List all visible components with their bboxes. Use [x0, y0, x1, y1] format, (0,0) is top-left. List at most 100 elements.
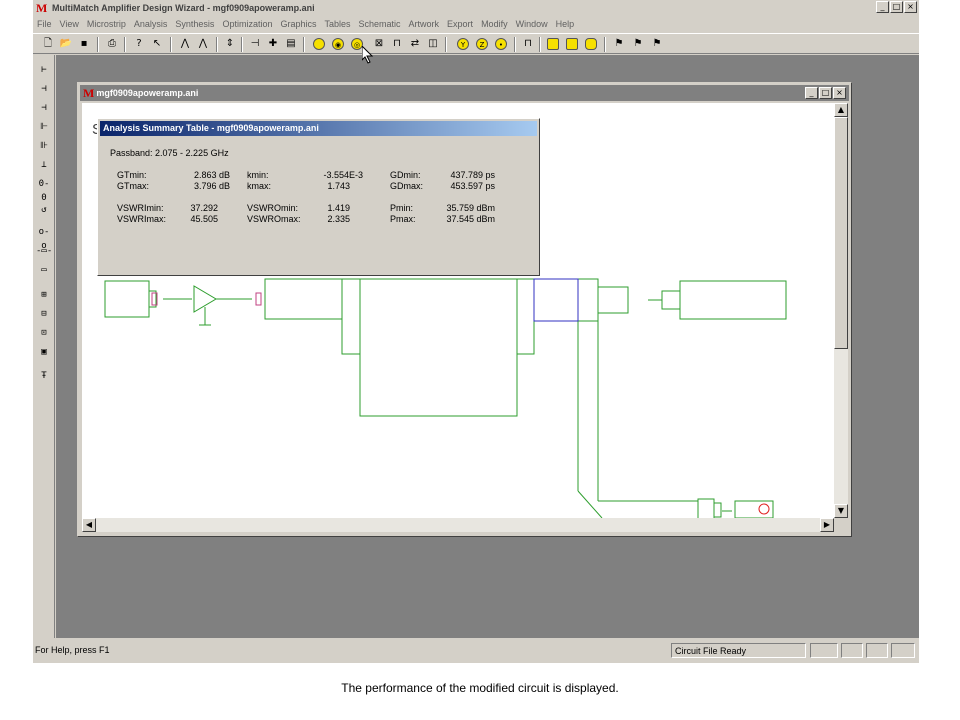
- toolbar-separator: [170, 37, 172, 52]
- menu-graphics[interactable]: Graphics: [280, 19, 317, 29]
- new-file-icon[interactable]: 🗋: [43, 38, 53, 49]
- status-panel-empty: [866, 643, 888, 658]
- load-block: [679, 280, 787, 320]
- branch-block: [697, 498, 715, 518]
- metric-label: VSWROmin:: [247, 203, 299, 213]
- scroll-up-button[interactable]: ▲: [834, 103, 848, 117]
- close-button[interactable]: ×: [833, 87, 846, 99]
- app-logo-icon: M: [36, 0, 48, 15]
- component-icon[interactable]: ⊣: [250, 38, 260, 49]
- yellow-circle-2-icon[interactable]: Z: [476, 38, 488, 50]
- stamp-1-icon[interactable]: ⚑: [614, 38, 624, 49]
- line-icon[interactable]: o-o: [38, 227, 50, 251]
- box-icon[interactable]: ⊠: [374, 38, 384, 49]
- input-connector: [148, 290, 157, 308]
- subtract-icon[interactable]: ⊟: [41, 309, 47, 319]
- dot-box-icon[interactable]: ⊡: [41, 328, 47, 338]
- smith-chart-2-icon[interactable]: ◉: [332, 38, 344, 50]
- loop-icon[interactable]: ↺: [41, 205, 47, 215]
- menu-view[interactable]: View: [59, 19, 79, 29]
- save-icon[interactable]: ▪: [80, 38, 88, 49]
- open-stub-icon[interactable]: ⊥: [41, 160, 47, 170]
- pulse-icon[interactable]: ⊓: [524, 38, 532, 49]
- block-icon[interactable]: ▭: [41, 265, 47, 275]
- branch-termination: [734, 500, 774, 518]
- metric-value: 3.796 dB: [193, 181, 230, 191]
- cross-icon[interactable]: ✚: [268, 38, 278, 49]
- square-icon[interactable]: [547, 38, 559, 50]
- yellow-circle-3-icon[interactable]: •: [495, 38, 507, 50]
- toolbar-separator: [241, 37, 243, 52]
- add-icon[interactable]: ⊞: [41, 290, 47, 300]
- menu-tables[interactable]: Tables: [324, 19, 351, 29]
- minimize-button[interactable]: _: [876, 1, 889, 13]
- shunt-cap-icon[interactable]: ⊩: [40, 122, 48, 132]
- open-folder-icon[interactable]: 📂: [59, 38, 73, 49]
- restore-button[interactable]: □: [890, 1, 903, 13]
- transmission-line-2: [577, 278, 599, 322]
- metric-label: VSWRImin:: [117, 203, 164, 213]
- context-help-icon[interactable]: ↖: [152, 38, 162, 49]
- size-grip[interactable]: [834, 518, 848, 532]
- menu-analysis[interactable]: Analysis: [133, 19, 168, 29]
- menu-synthesis[interactable]: Synthesis: [175, 19, 215, 29]
- shunt-element-alt-icon[interactable]: ⊣: [41, 103, 47, 113]
- status-panel-file: Circuit File Ready: [671, 643, 806, 658]
- toolbar-separator: [514, 37, 516, 52]
- metric-value: 1.743: [327, 181, 350, 191]
- termination-marker: [758, 503, 770, 515]
- stub-icon[interactable]: ⊓: [393, 38, 401, 49]
- metric-value: 453.597 ps: [450, 181, 495, 191]
- text-icon[interactable]: ▤: [286, 38, 296, 49]
- stamp-3-icon[interactable]: ⚑: [652, 38, 662, 49]
- square-outline-icon[interactable]: [566, 38, 578, 50]
- metric-label: kmin:: [247, 170, 269, 180]
- menu-bar: File View Microstrip Analysis Synthesis …: [33, 17, 919, 32]
- stamp-2-icon[interactable]: ⚑: [633, 38, 643, 49]
- maximize-button[interactable]: □: [819, 87, 832, 99]
- analyze-alt-icon[interactable]: ⋀: [198, 38, 208, 49]
- schematic-title: mgf0909apoweramp.ani: [96, 88, 199, 98]
- panel-icon[interactable]: ▣: [41, 347, 47, 357]
- horizontal-scrollbar[interactable]: ◀ ▶: [82, 518, 834, 532]
- menu-window[interactable]: Window: [515, 19, 548, 29]
- app-title: MultiMatch Amplifier Design Wizard - mgf…: [52, 3, 315, 13]
- close-button[interactable]: ×: [904, 1, 917, 13]
- resistor-icon[interactable]: -▭-: [36, 246, 53, 256]
- smith-chart-3-icon[interactable]: ◎: [351, 38, 363, 50]
- help-question-icon[interactable]: ?: [136, 38, 142, 49]
- series-element-icon[interactable]: ⊢: [41, 65, 47, 75]
- menu-optimization[interactable]: Optimization: [222, 19, 273, 29]
- metric-value: 45.505: [190, 214, 218, 224]
- resize-icon[interactable]: ⇕: [225, 38, 235, 49]
- menu-artwork[interactable]: Artwork: [408, 19, 440, 29]
- menu-modify[interactable]: Modify: [481, 19, 508, 29]
- scroll-down-button[interactable]: ▼: [834, 504, 848, 518]
- layer-icon[interactable]: ◫: [428, 38, 438, 49]
- menu-export[interactable]: Export: [447, 19, 474, 29]
- status-panel-empty: [810, 643, 838, 658]
- vertical-scrollbar[interactable]: ▲ ▼: [834, 103, 848, 518]
- rounded-square-icon[interactable]: [585, 38, 597, 50]
- vertical-scroll-thumb[interactable]: [834, 117, 848, 349]
- toolbar-separator: [216, 37, 218, 52]
- shunt-element-icon[interactable]: ⊣: [41, 84, 47, 94]
- transformer-icon[interactable]: 0-0: [38, 179, 50, 203]
- smith-chart-1-icon[interactable]: [313, 38, 325, 50]
- scroll-left-button[interactable]: ◀: [82, 518, 96, 532]
- analyze-icon[interactable]: ⋀: [180, 38, 190, 49]
- menu-help[interactable]: Help: [555, 19, 575, 29]
- metric-label: Pmax:: [390, 214, 416, 224]
- scroll-right-button[interactable]: ▶: [820, 518, 834, 532]
- yellow-circle-1-icon[interactable]: Y: [457, 38, 469, 50]
- menu-microstrip[interactable]: Microstrip: [86, 19, 126, 29]
- minimize-button[interactable]: _: [805, 87, 818, 99]
- input-port: [151, 292, 158, 306]
- toolbar: 🗋 📂 ▪ ⎙ ? ↖ ⋀ ⋀ ⇕ ⊣ ✚ ▤ ◉ ◎ ⊠ ⊓ ⇄ ◫ Y Z …: [33, 33, 919, 54]
- print-icon[interactable]: ⎙: [108, 38, 116, 49]
- menu-schematic[interactable]: Schematic: [358, 19, 401, 29]
- menu-file[interactable]: File: [37, 19, 52, 29]
- antenna-icon[interactable]: Ŧ: [41, 371, 47, 381]
- shunt-ind-icon[interactable]: ⊪: [40, 141, 48, 151]
- swap-icon[interactable]: ⇄: [410, 38, 420, 49]
